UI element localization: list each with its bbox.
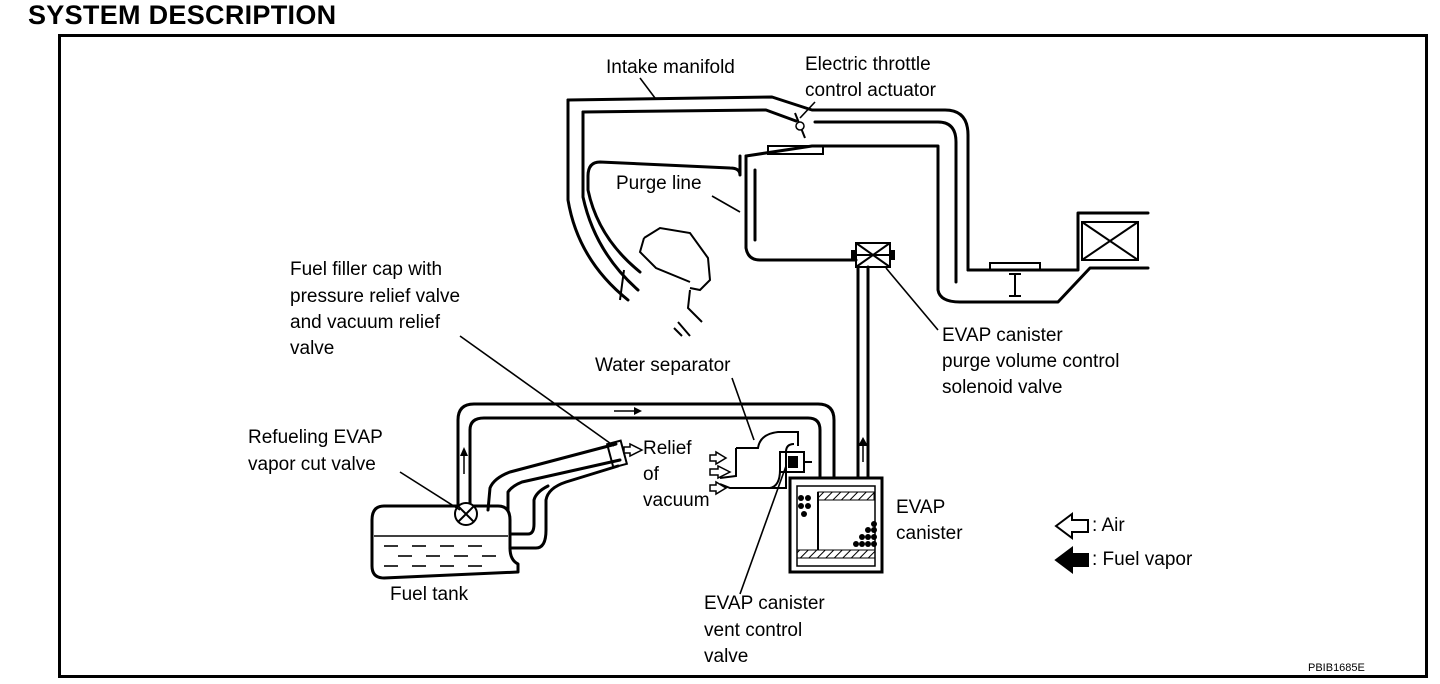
intake-manifold-label: Intake manifold — [606, 57, 735, 78]
filler-cap-label-line1: Fuel filler cap with — [290, 259, 442, 280]
leader-lines — [399, 77, 939, 595]
filler-cap-label-line4: valve — [290, 338, 334, 359]
purge-line-label: Purge line — [616, 173, 702, 194]
canister-label-line2: canister — [896, 523, 963, 544]
figure-code: PBIB1685E — [1308, 662, 1365, 674]
legend-air-label: : Air — [1092, 515, 1125, 536]
throttle-label-line1: Electric throttle — [805, 54, 931, 75]
vent-control-valve — [779, 451, 812, 473]
relief-label-line1: Relief — [643, 438, 692, 459]
refuel-valve-label-line2: vapor cut valve — [248, 454, 376, 475]
purge-line — [586, 144, 940, 284]
evap-canister — [788, 476, 884, 574]
vent-valve-label-line1: EVAP canister — [704, 593, 825, 614]
purge-valve-label-line3: solenoid valve — [942, 377, 1062, 398]
throttle-label-line2: control actuator — [805, 80, 937, 101]
canister-label-line1: EVAP — [896, 497, 945, 518]
fuel-tank-label: Fuel tank — [390, 584, 469, 605]
diagram-frame — [58, 34, 1428, 678]
fuel-tank — [370, 502, 520, 580]
relief-label-line3: vacuum — [643, 490, 710, 511]
filler-cap-label-line2: pressure relief valve — [290, 286, 460, 307]
canister-purge-pipe — [856, 265, 870, 480]
air-inflow-arrows — [623, 442, 732, 496]
relief-label-line2: of — [643, 464, 660, 485]
purge-solenoid-valve — [851, 242, 895, 268]
water-separator — [719, 431, 799, 489]
engine-sketch — [619, 226, 712, 337]
filler-cap-label-line3: and vacuum relief — [290, 312, 441, 333]
purge-valve-label-line1: EVAP canister — [942, 325, 1063, 346]
legend-fuel-vapor-label: : Fuel vapor — [1092, 549, 1193, 570]
intake-manifold — [566, 95, 1150, 304]
vapor-line — [456, 402, 836, 512]
page-title: SYSTEM DESCRIPTION — [28, 0, 337, 30]
water-separator-label: Water separator — [595, 355, 731, 376]
air-arrow-icon — [1054, 512, 1089, 540]
vent-valve-label-line2: vent control — [704, 620, 802, 641]
vent-valve-label-line3: valve — [704, 646, 748, 667]
refuel-valve-label-line1: Refueling EVAP — [248, 427, 383, 448]
filler-neck — [486, 439, 629, 550]
throttle-valve — [767, 112, 824, 155]
purge-valve-label-line2: purge volume control — [942, 351, 1119, 372]
fuel-vapor-arrow-icon — [1054, 546, 1089, 574]
legend: : Air : Fuel vapor — [1054, 512, 1193, 574]
